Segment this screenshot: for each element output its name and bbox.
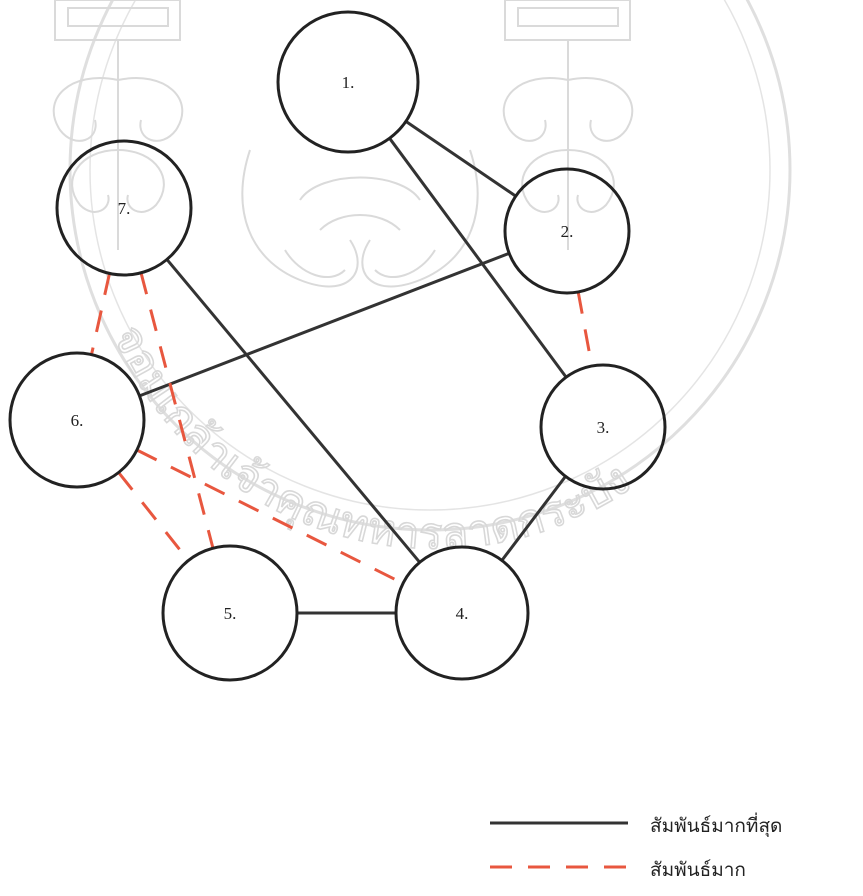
edge-6-5-strong [119,473,189,561]
node-7: 7. [57,141,191,275]
legend: สัมพันธ์มากที่สุด สัมพันธ์มาก [490,812,782,881]
legend-strongest-label: สัมพันธ์มากที่สุด [650,812,782,838]
node-label-7: 7. [118,199,131,218]
legend-strong-label: สัมพันธ์มาก [650,859,746,881]
node-6: 6. [10,353,144,487]
node-4: 4. [396,547,528,679]
node-5: 5. [163,546,297,680]
node-label-3: 3. [597,418,610,437]
edge-2-6-strongest [140,253,510,396]
node-label-4: 4. [456,604,469,623]
edge-2-3-strong [578,292,592,366]
node-1: 1. [278,12,418,152]
university-seal-watermark: จอมเกล้าเจ้าคุณทหารลาดกระบัง [54,0,790,560]
node-label-6: 6. [71,411,84,430]
node-label-2: 2. [561,222,574,241]
node-label-1: 1. [342,73,355,92]
node-label-5: 5. [224,604,237,623]
